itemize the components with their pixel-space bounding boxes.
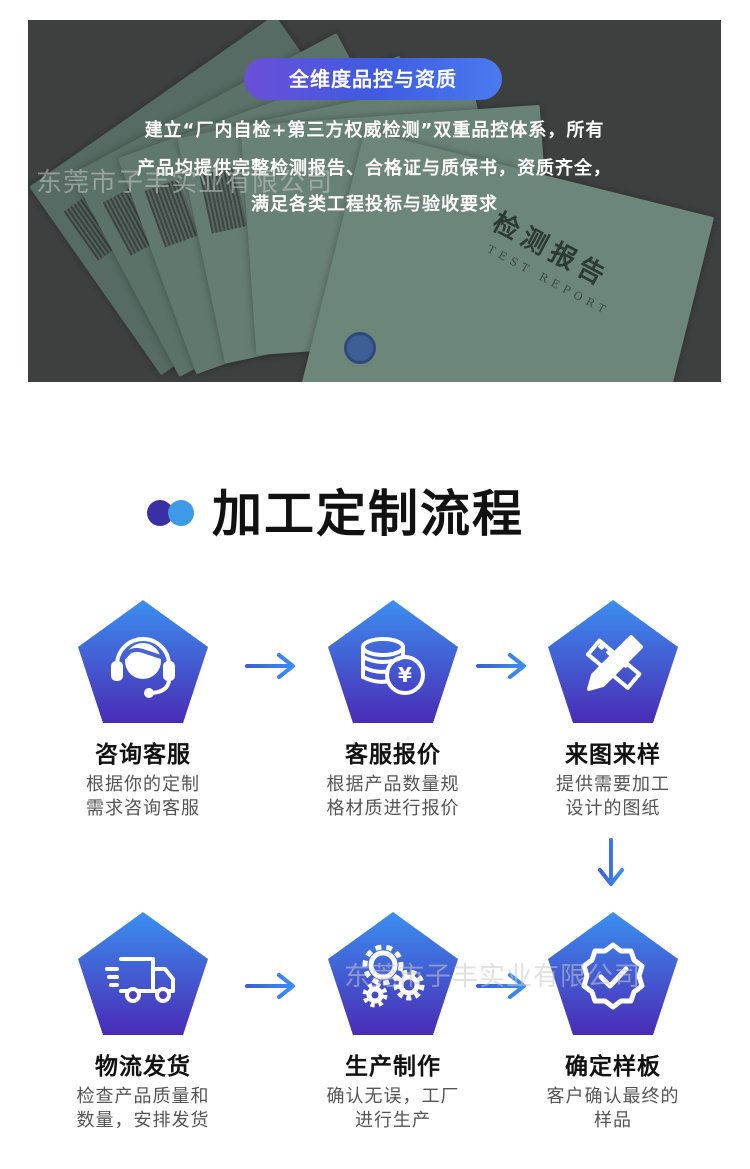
watermark: 东莞市子丰实业有限公司 <box>344 962 642 992</box>
section-title: 加工定制流程 <box>212 485 524 543</box>
arrow-right-icon <box>245 653 295 679</box>
headset-icon <box>111 637 175 698</box>
step-production: 生产制作 确认无误，工厂 进行生产 <box>308 912 478 1133</box>
step-description: 确认无误，工厂 进行生产 <box>308 1085 478 1133</box>
step-description: 根据你的定制 需求咨询客服 <box>58 773 228 821</box>
step-badge <box>78 600 208 723</box>
step-badge <box>548 912 678 1035</box>
banner-line-1: 建立“厂内自检+第三方权威检测”双重品控体系，所有 <box>144 120 605 141</box>
ruler-pencil-icon <box>585 635 643 691</box>
banner-line-2: 产品均提供完整检测报告、合格证与质保书，资质齐全， <box>137 158 612 179</box>
step-desc-line: 根据你的定制 <box>86 774 200 795</box>
check-badge-icon <box>581 942 645 1010</box>
banner-pill-title: 全维度品控与资质 <box>244 58 502 100</box>
watermark: 东莞市子丰实业有限公司 <box>36 168 334 198</box>
step-description: 客户确认最终的 样品 <box>528 1085 698 1133</box>
step-description: 根据产品数量规 格材质进行报价 <box>308 773 478 821</box>
gears-icon <box>362 944 425 1008</box>
step-desc-line: 根据产品数量规 <box>326 774 460 795</box>
step-shipping: 物流发货 检查产品质量和 数量，安排发货 <box>58 912 228 1133</box>
step-consult: 咨询客服 根据你的定制 需求咨询客服 <box>58 600 228 821</box>
delivery-truck-icon <box>105 957 175 1003</box>
step-desc-line: 需求咨询客服 <box>86 798 200 819</box>
step-title: 咨询客服 <box>95 742 191 768</box>
step-desc-line: 格材质进行报价 <box>326 798 460 819</box>
step-desc-line: 进行生产 <box>355 1110 431 1131</box>
coins-price-icon: ¥ <box>361 637 425 695</box>
step-badge: ¥ <box>328 600 458 723</box>
step-badge <box>78 912 208 1035</box>
step-desc-line: 设计的图纸 <box>565 798 661 819</box>
step-title: 确定样板 <box>565 1054 661 1080</box>
banner-line-3: 满足各类工程投标与验收要求 <box>251 194 498 215</box>
arrow-down-icon <box>598 838 624 886</box>
step-title: 生产制作 <box>345 1054 441 1080</box>
arrow-right-icon <box>245 973 295 999</box>
step-desc-line: 客户确认最终的 <box>546 1086 680 1107</box>
step-title: 物流发货 <box>95 1054 191 1080</box>
seal-icon <box>344 332 376 364</box>
step-badge <box>328 912 458 1035</box>
step-desc-line: 样品 <box>594 1110 632 1131</box>
step-title: 来图来样 <box>565 742 661 768</box>
svg-text:¥: ¥ <box>398 663 412 687</box>
arrow-right-icon <box>476 973 526 999</box>
step-desc-line: 确认无误，工厂 <box>326 1086 460 1107</box>
step-sample: 确定样板 客户确认最终的 样品 <box>528 912 698 1133</box>
arrow-right-icon <box>476 653 526 679</box>
step-drawing: 来图来样 提供需要加工 设计的图纸 <box>528 600 698 821</box>
step-desc-line: 检查产品质量和 <box>76 1086 210 1107</box>
quality-banner: 检测报告 TEST REPORT 全维度品控与资质 建立“厂内自检+第三方权威检… <box>28 20 721 382</box>
step-badge <box>548 600 678 723</box>
step-description: 检查产品质量和 数量，安排发货 <box>58 1085 228 1133</box>
step-desc-line: 数量，安排发货 <box>76 1110 210 1131</box>
step-quote: ¥ 客服报价 根据产品数量规 格材质进行报价 <box>308 600 478 821</box>
step-desc-line: 提供需要加工 <box>556 774 670 795</box>
step-title: 客服报价 <box>345 742 441 768</box>
step-description: 提供需要加工 设计的图纸 <box>528 773 698 821</box>
section-header: 加工定制流程 <box>0 483 750 545</box>
title-dot-icon <box>168 500 194 526</box>
